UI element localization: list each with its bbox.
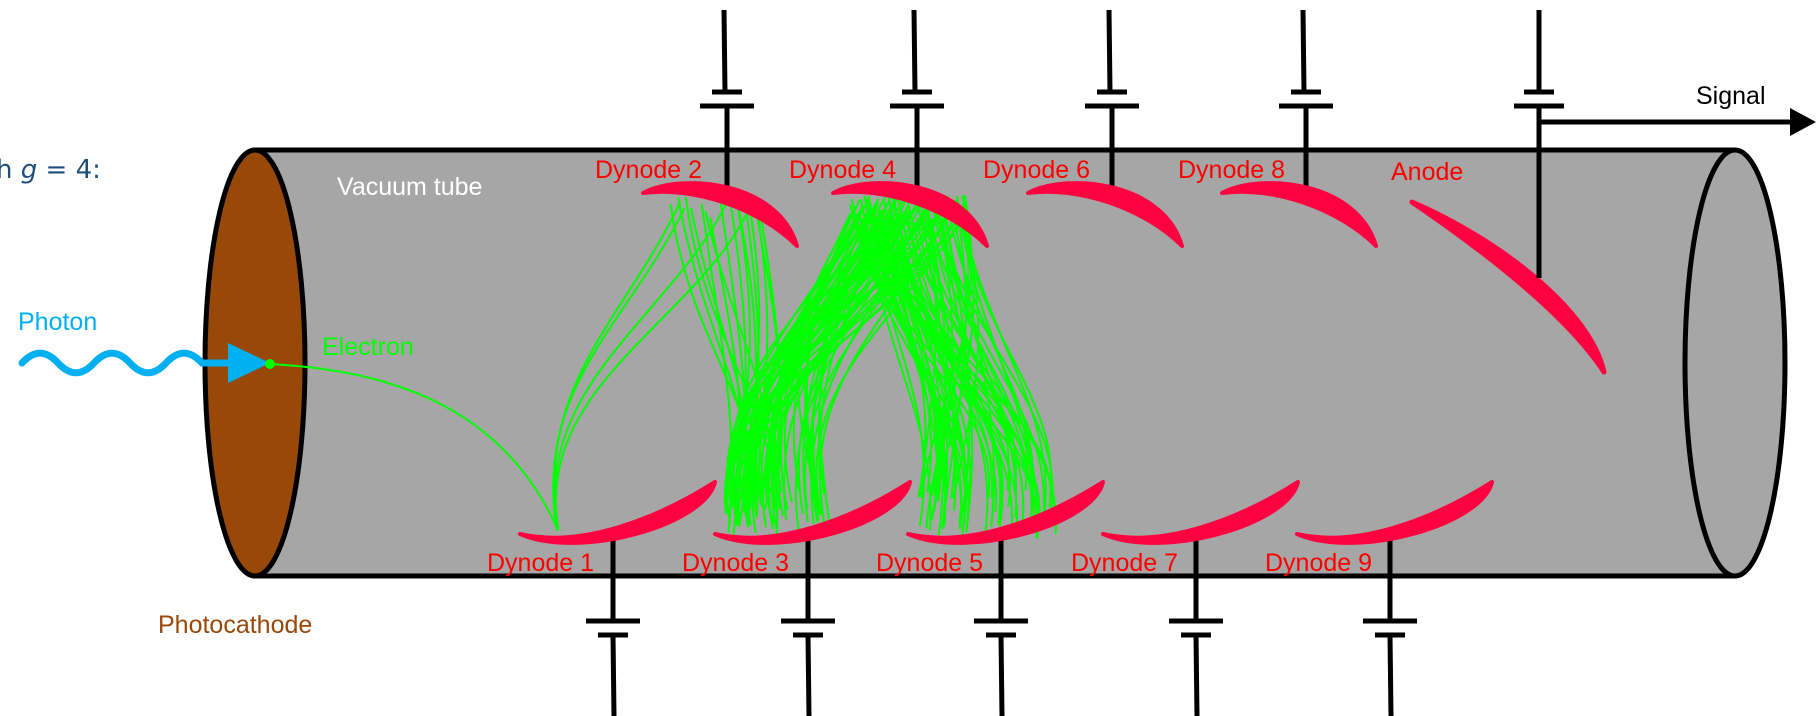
dynode-top-4 [1220, 181, 1378, 248]
electron-trajectory [926, 211, 957, 499]
electron-trajectory [817, 197, 892, 495]
electron-trajectory [764, 208, 945, 505]
bottom-supply-lead-4 [1193, 634, 1200, 716]
electron-trajectory [943, 199, 967, 514]
electron-trajectory [933, 203, 1054, 521]
electron-trajectory [882, 213, 998, 512]
dynode-bottom-label-4: Dynode 7 [1071, 549, 1178, 577]
electron-trajectory [552, 207, 686, 531]
electron-trajectory [926, 222, 949, 527]
electron-cascade [552, 194, 1058, 539]
dynode-top-label-4: Dynode 8 [1178, 156, 1285, 184]
electron-trajectory [804, 217, 932, 510]
electron-label: Electron [322, 333, 414, 361]
dynode-bottom-label-1: Dynode 1 [487, 549, 594, 577]
electron-trajectory [669, 203, 759, 516]
electron-trajectory [553, 200, 682, 531]
photocathode-label: Photocathode [158, 611, 312, 639]
top-supply-lead-3 [1106, 9, 1113, 93]
electron-trajectory [736, 204, 864, 505]
anode [1409, 199, 1607, 375]
electron-trajectory [878, 213, 941, 487]
electron-trajectory [746, 213, 881, 526]
electron-trajectory [555, 208, 751, 529]
photon-arrowhead [228, 343, 270, 383]
dynode-bottom-1 [518, 480, 717, 545]
dynode-top-3 [1026, 181, 1184, 248]
caption-variable: g [21, 155, 38, 185]
dynode-top-label-3: Dynode 6 [983, 156, 1090, 184]
bottom-supply-lead-1 [610, 634, 617, 716]
dynode-top-1 [641, 181, 799, 248]
anode-label: Anode [1391, 158, 1463, 186]
electron-trajectory [553, 197, 731, 532]
electron-trajectory [704, 210, 772, 510]
electron-trajectory [854, 217, 991, 499]
vacuum-tube-body [252, 147, 1788, 579]
vacuum-tube-end [1682, 147, 1736, 579]
electron-trajectory [863, 195, 1033, 487]
electron-trajectory [732, 196, 939, 511]
vacuum-tube-label: Vacuum tube [337, 173, 482, 201]
signal-label: Signal [1696, 82, 1766, 110]
caption-suffix: = 4: [37, 155, 101, 185]
top-supply-lead-4 [1300, 9, 1307, 93]
top-supply-lead-1 [721, 9, 728, 93]
dynode-bottom-2 [713, 480, 912, 545]
electron-path-initial [269, 363, 559, 531]
electron-trajectory [870, 220, 963, 524]
electron-trajectory [818, 214, 869, 520]
top-supply-lead-2 [911, 9, 918, 93]
electron-trajectory [905, 207, 989, 538]
electron-trajectory [897, 213, 957, 510]
dynode-bottom-label-3: Dynode 5 [876, 549, 983, 577]
dynode-bottom-5 [1295, 480, 1494, 545]
caption-prefix: h [0, 155, 21, 185]
dynode-bottom-4 [1101, 480, 1300, 545]
photon-wave [18, 349, 234, 377]
electron-trajectory [888, 197, 1017, 495]
signal-arrowhead [1790, 108, 1816, 136]
dynodes: Dynode 2 Dynode 4 Dynode 6 Dynode 8 Dynode 1… [487, 156, 1494, 577]
electron-trajectory [906, 213, 945, 536]
top-supplies [700, 9, 1333, 188]
photon-label: Photon [18, 308, 97, 336]
electron-trajectory [893, 202, 968, 536]
electron-trajectory [888, 212, 970, 533]
dynode-top-label-2: Dynode 4 [789, 156, 896, 184]
electron-trajectory [865, 224, 932, 531]
dynode-bottom-3 [906, 480, 1105, 545]
caption-text: h g = 4: [0, 155, 101, 185]
electron-trajectory [882, 199, 943, 502]
dynode-top-2 [831, 181, 989, 248]
electron-trajectory [931, 206, 1045, 526]
bottom-supply-lead-3 [998, 634, 1005, 716]
dynode-top-label-1: Dynode 2 [595, 156, 702, 184]
bottom-supplies [586, 536, 1417, 716]
electron-trajectory [956, 195, 1039, 539]
dynode-bottom-label-5: Dynode 9 [1265, 549, 1372, 577]
bottom-supply-lead-2 [805, 634, 812, 716]
bottom-supply-lead-5 [1387, 634, 1394, 716]
dynode-bottom-label-2: Dynode 3 [682, 549, 789, 577]
